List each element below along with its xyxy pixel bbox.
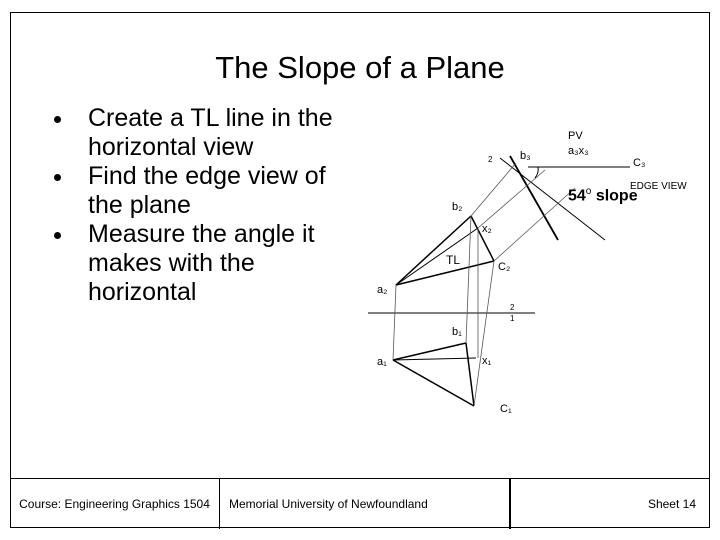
footer-sheet-number: Sheet 14	[510, 479, 710, 529]
bullet-dot-icon	[54, 174, 61, 181]
edge-a1-c1	[392, 359, 475, 407]
label-c3: C₃	[633, 157, 645, 169]
edge-a2-c2	[395, 260, 495, 286]
label-x2: x₂	[482, 223, 492, 235]
bullet-text: Measure the angle it makes with the hori…	[88, 220, 315, 306]
slide-frame	[10, 12, 710, 528]
edge-view-line	[509, 155, 559, 241]
aux-projector-c	[493, 187, 576, 262]
aux-projector-x	[477, 169, 546, 229]
slope-annotation: 54o slope	[568, 186, 638, 205]
bullet-item: Find the edge view of the plane	[52, 162, 362, 220]
fold-line-2-3	[499, 157, 606, 241]
label-a3x3: a₃x₃	[568, 145, 589, 157]
label-fold-2-3-top: 2	[488, 155, 493, 164]
bullet-dot-icon	[54, 232, 61, 239]
slide-title: The Slope of a Plane	[215, 50, 505, 85]
slope-diagram: PV a₃x₃ b₃ C₃ EDGE VIEW 2 b₂ x₂ TL C₂ a₂…	[368, 130, 687, 415]
edge-b1-c1	[465, 342, 475, 407]
label-fold-1-2-bottom: 1	[510, 314, 515, 323]
edge-b2-c2	[470, 215, 495, 262]
aux-projector-b	[470, 162, 517, 217]
bullet-list: Create a TL line in the horizontal view …	[52, 104, 362, 307]
bullet-text: Find the edge view of the plane	[88, 162, 326, 219]
edge-a2-b2	[395, 215, 472, 286]
label-pv: PV	[568, 130, 583, 142]
label-fold-1-2-top: 2	[510, 303, 515, 312]
label-x1: x₁	[482, 355, 492, 367]
footer-course: Course: Engineering Graphics 1504	[10, 479, 220, 529]
label-b1: b₁	[452, 326, 462, 338]
slope-word: slope	[595, 187, 638, 205]
tl-line-horizontal	[392, 357, 477, 361]
label-a1: a₁	[377, 356, 387, 368]
projector-b	[465, 215, 472, 344]
label-tl: TL	[446, 253, 460, 267]
slope-angle-arc	[534, 166, 539, 179]
slope-value: 54	[568, 187, 586, 205]
label-c2: C₂	[498, 261, 510, 273]
projector-a	[392, 284, 397, 361]
edge-a1-b1	[392, 342, 467, 361]
bullet-item: Measure the angle it makes with the hori…	[52, 220, 362, 307]
label-b2: b₂	[452, 201, 462, 213]
label-b3: b₃	[520, 150, 531, 162]
tl-line-front	[395, 227, 479, 286]
label-a2: a₂	[377, 284, 387, 296]
label-c1: C₁	[500, 403, 512, 415]
bullet-dot-icon	[54, 116, 61, 123]
label-edge-view: EDGE VIEW	[630, 181, 687, 192]
bullet-text: Create a TL line in the horizontal view	[88, 104, 333, 161]
degree-mark: o	[585, 186, 592, 197]
bullet-item: Create a TL line in the horizontal view	[52, 104, 362, 162]
footer-university: Memorial University of Newfoundland	[220, 479, 510, 529]
footer-bar: Course: Engineering Graphics 1504 Memori…	[10, 478, 710, 529]
projector-c	[473, 260, 495, 407]
